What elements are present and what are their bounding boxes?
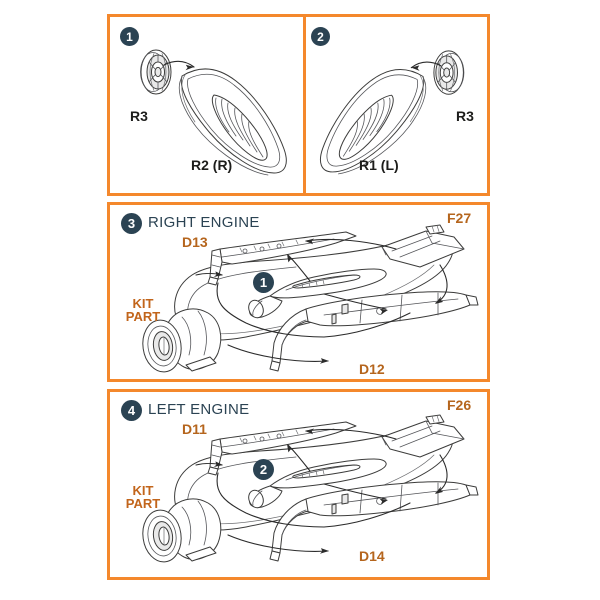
label-r2-right: R2 (R) (191, 157, 233, 173)
part-r3-right (140, 49, 172, 95)
step1-artwork (116, 23, 301, 191)
label-f26: F26 (447, 397, 472, 413)
part-f26 (381, 414, 465, 458)
label-r3-step1: R3 (130, 108, 148, 124)
panel-steps-1-and-2: 1 R3 R2 (R) (107, 14, 490, 196)
step-badge-2: 2 (311, 27, 330, 46)
label-kit-right: KIT (132, 296, 154, 311)
step2-artwork (306, 23, 488, 191)
label-kit-left: KIT (132, 483, 154, 498)
label-d12: D12 (359, 361, 385, 377)
assembly-arrows-right (195, 238, 448, 364)
step-badge-3: 3 (121, 213, 142, 234)
step-badge-1: 1 (120, 27, 139, 46)
sub-badge-1: 1 (253, 272, 274, 293)
label-d11: D11 (182, 421, 207, 437)
left-engine-artwork (110, 392, 487, 572)
part-f27 (381, 224, 465, 268)
part-kit-part-left (142, 498, 222, 563)
arrow-r3-to-r1 (410, 61, 442, 71)
panel-step-3-right-engine: 3 RIGHT ENGINE (107, 202, 490, 382)
arrow-r3-to-r2 (163, 60, 195, 71)
label-part-left: PART (125, 496, 161, 511)
sub-badge-2: 2 (253, 459, 274, 480)
placed-part-r1 (248, 458, 387, 509)
part-r2-right (178, 68, 287, 176)
panel-3-title: RIGHT ENGINE (148, 214, 260, 231)
label-r1-left: R1 (L) (359, 157, 399, 173)
label-part-right: PART (125, 309, 161, 324)
panel-4-title: LEFT ENGINE (148, 401, 250, 418)
part-r1-left (320, 69, 427, 175)
step-badge-4: 4 (121, 400, 142, 421)
panel-step-4-left-engine: 4 LEFT ENGINE (107, 389, 490, 580)
assembly-arrows-left (195, 428, 448, 554)
label-d14: D14 (359, 548, 385, 564)
label-f27: F27 (447, 210, 472, 226)
placed-part-r2 (248, 268, 387, 319)
label-d13: D13 (182, 234, 208, 250)
panel-divider (303, 17, 306, 193)
part-r3-left (433, 50, 465, 95)
label-r3-step2: R3 (456, 108, 474, 124)
part-kit-part-right (142, 308, 222, 373)
right-engine-artwork (110, 205, 487, 379)
